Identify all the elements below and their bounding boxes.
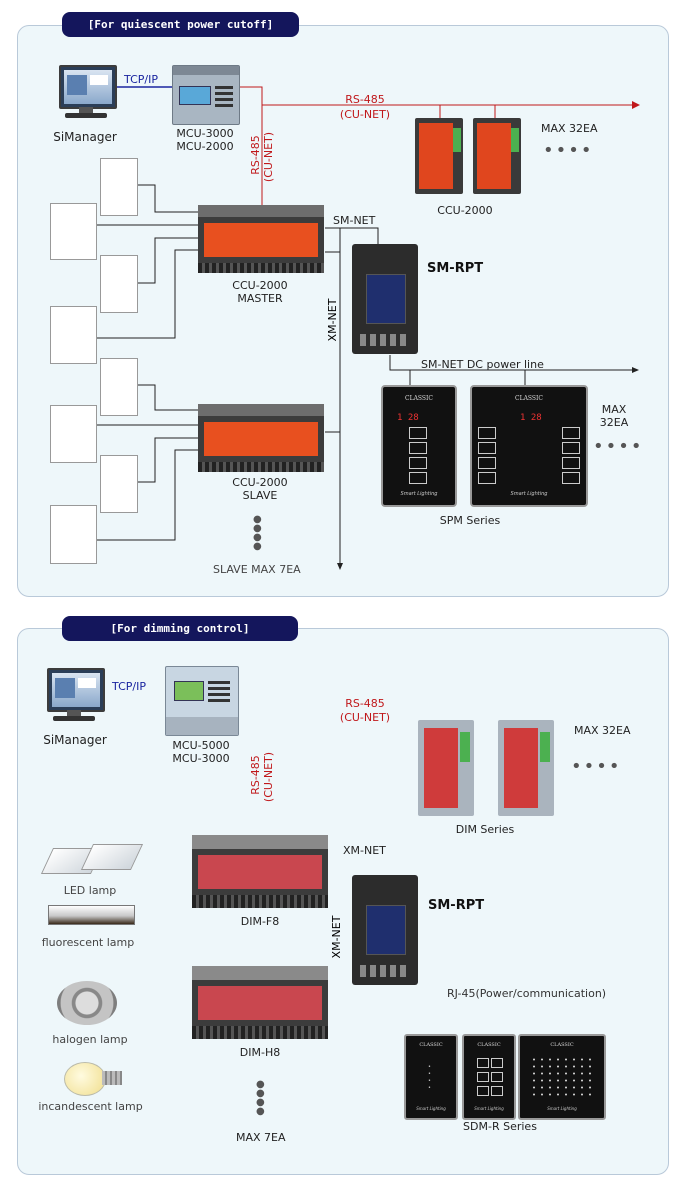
max32-label: MAX 32EA <box>541 122 598 135</box>
sm-rpt-label: SM-RPT <box>427 261 484 276</box>
dim-module-2 <box>498 720 554 816</box>
halogen-lamp-icon <box>57 981 117 1025</box>
cunet-top-label-2: (CU-NET) <box>339 711 391 724</box>
max32-label-2: MAX 32EA <box>574 724 631 737</box>
slave-max-label: SLAVE MAX 7EA <box>213 563 301 576</box>
power-outlet-1 <box>100 158 138 216</box>
led-lamp-label: LED lamp <box>63 884 117 897</box>
max32-right-label-2: 32EA <box>599 416 629 429</box>
sdm-r-panel-1: CLASSIC •••• Smart Lighting <box>404 1034 458 1120</box>
cunet-vert-label-2: (CU-NET) <box>262 751 275 803</box>
power-outlet-4 <box>50 306 97 364</box>
spm-panel-small: CLASSIC 1 28 Smart Lighting <box>381 385 457 507</box>
ellipsis-dots-3: •••• <box>571 756 622 777</box>
incandescent-lamp-label: incandescent lamp <box>38 1100 143 1113</box>
mcu-label-3: MCU-5000 <box>172 739 230 752</box>
sdm-r-panel-2: CLASSIC Smart Lighting <box>462 1034 516 1120</box>
rj45-label: RJ-45(Power/communication) <box>447 987 607 1000</box>
mcu-label-2: MCU-2000 <box>176 140 234 153</box>
rs485-vert-label: RS-485 <box>249 135 262 175</box>
sdm-r-panel-3: CLASSIC Smart Lighting <box>518 1034 606 1120</box>
fluorescent-lamp-label: fluorescent lamp <box>41 936 135 949</box>
quiescent-power-tab: [For quiescent power cutoff] <box>62 12 299 37</box>
ccu-2000-master-device <box>198 205 324 273</box>
ellipsis-dots-2: •••• <box>593 436 644 457</box>
ccu-slave-label-1: CCU-2000 <box>232 476 288 489</box>
simanager-pc-icon <box>53 65 119 125</box>
ellipsis-dots-1: •••• <box>543 140 594 161</box>
power-outlet-6 <box>50 405 97 463</box>
power-outlet-8 <box>50 505 97 564</box>
spm-panel-large: CLASSIC 1 28 Smart Lighting <box>470 385 588 507</box>
incandescent-lamp-icon <box>64 1062 124 1096</box>
tcpip-label: TCP/IP <box>124 73 158 86</box>
dim-series-label: DIM Series <box>455 823 515 836</box>
ccu-slave-label-2: SLAVE <box>242 489 278 502</box>
power-outlet-3 <box>100 255 138 313</box>
power-outlet-2 <box>50 203 97 260</box>
ccu-right-label: CCU-2000 <box>437 204 493 217</box>
fluorescent-lamp-icon <box>48 905 135 925</box>
tcpip-label-2: TCP/IP <box>112 680 146 693</box>
max32-right-label-1: MAX <box>601 403 627 416</box>
ccu-2000-module-1 <box>415 118 463 194</box>
max7-label: MAX 7EA <box>236 1131 286 1144</box>
rs485-vert-label-2: RS-485 <box>249 755 262 795</box>
sm-rpt-label-2: SM-RPT <box>428 898 485 913</box>
ccu-2000-slave-device <box>198 404 324 472</box>
vertical-dots-2: ●●●● <box>256 1079 265 1117</box>
mcu-label-1: MCU-3000 <box>176 127 234 140</box>
rs485-top-label-2: RS-485 <box>345 697 385 710</box>
halogen-lamp-label: halogen lamp <box>52 1033 128 1046</box>
vertical-dots-1: ●●●● <box>253 514 262 552</box>
smnet-label: SM-NET <box>333 214 376 227</box>
sm-rpt-device <box>352 244 418 354</box>
dim-f8-device <box>192 835 328 908</box>
power-outlet-7 <box>100 455 138 513</box>
xmnet-vert-label-2: XM-NET <box>330 915 343 959</box>
xmnet-vert-label: XM-NET <box>326 298 339 342</box>
dim-h8-device <box>192 966 328 1039</box>
simanager-pc-icon-2 <box>41 668 107 728</box>
mcu-5000-device <box>165 666 239 736</box>
spm-series-label: SPM Series <box>439 514 501 527</box>
cunet-vert-label: (CU-NET) <box>262 131 275 183</box>
cunet-top-label: (CU-NET) <box>339 108 391 121</box>
xmnet-label-2: XM-NET <box>343 844 386 857</box>
mcu-label-4: MCU-3000 <box>172 752 230 765</box>
led-lamp-icon <box>40 840 144 876</box>
sdm-r-series-label: SDM-R Series <box>463 1120 537 1133</box>
ccu-2000-module-2 <box>473 118 521 194</box>
smnet-dc-label: SM-NET DC power line <box>421 358 544 371</box>
dim-module-1 <box>418 720 474 816</box>
simanager-label-2: SiManager <box>43 733 107 747</box>
rs485-top-label: RS-485 <box>345 93 385 106</box>
dimming-control-tab: [For dimming control] <box>62 616 298 641</box>
ccu-master-label-1: CCU-2000 <box>232 279 288 292</box>
sm-rpt-device-2 <box>352 875 418 985</box>
ccu-master-label-2: MASTER <box>237 292 283 305</box>
dim-h8-label: DIM-H8 <box>239 1046 281 1059</box>
power-outlet-5 <box>100 358 138 416</box>
mcu-3000-device <box>172 65 240 125</box>
dim-f8-label: DIM-F8 <box>240 915 280 928</box>
simanager-label: SiManager <box>53 130 117 144</box>
